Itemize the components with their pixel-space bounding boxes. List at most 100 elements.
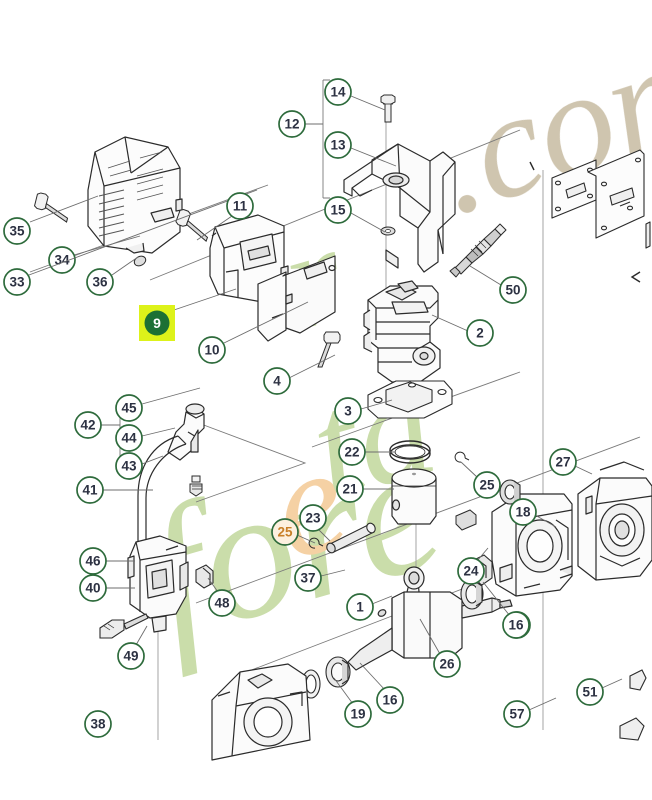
callout-leader [333,677,354,705]
callout-circle[interactable] [549,448,577,476]
callout-number: 14 [330,85,346,100]
callout-4[interactable]: 4 [263,354,336,395]
callout-circle[interactable] [115,452,143,480]
callout-circle[interactable] [3,268,31,296]
callout-circle[interactable] [226,192,254,220]
callout-43[interactable]: 43 [115,452,164,480]
callout-leader [350,212,386,233]
callout-12[interactable]: 12 [278,110,323,138]
callout-circle[interactable] [344,700,372,728]
callout-circle[interactable] [79,574,107,602]
callout-circle[interactable] [499,276,527,304]
callout-37[interactable]: 37 [294,564,346,592]
callout-circle[interactable] [86,268,114,296]
callout-25[interactable]: 25 [460,461,501,499]
callout-circle[interactable] [336,475,364,503]
callout-circle[interactable] [263,367,291,395]
callout-number: 21 [342,482,358,497]
callout-36[interactable]: 36 [86,256,139,296]
callout-circle[interactable] [3,217,31,245]
part-ht-lead [137,435,187,550]
callout-circle[interactable] [294,564,322,592]
callout-leader [431,314,469,332]
callout-circle[interactable] [502,611,530,639]
callout-circle[interactable] [84,710,112,738]
callout-27[interactable]: 27 [549,448,593,476]
callout-40[interactable]: 40 [79,574,135,602]
callout-circle[interactable] [509,498,537,526]
callout-35[interactable]: 35 [3,195,99,245]
part-ball-bearing-left [325,656,351,688]
callout-44[interactable]: 44 [115,424,176,452]
callout-circle[interactable] [433,650,461,678]
callout-57[interactable]: 57 [503,697,557,728]
callout-11[interactable]: 11 [196,192,254,241]
callout-23[interactable]: 23 [299,504,331,542]
callout-circle[interactable] [271,518,299,546]
callout-circle[interactable] [198,336,226,364]
part-crankshaft [347,566,513,671]
callout-45[interactable]: 45 [115,387,201,422]
callout-38[interactable]: 38 [84,710,112,738]
callout-50[interactable]: 50 [469,265,527,304]
callout-circle[interactable] [79,547,107,575]
callout-circle[interactable] [346,593,374,621]
callout-18[interactable]: 18 [509,498,557,528]
part-clip-marks [529,161,641,283]
callout-46[interactable]: 46 [79,547,135,575]
callout-13[interactable]: 13 [324,131,397,167]
callout-circle[interactable] [299,504,327,532]
part-circlip-left [308,537,324,549]
callout-circle[interactable] [338,438,366,466]
callout-circle[interactable] [334,397,362,425]
highlighted-callout-9[interactable]: 9 [139,288,237,341]
callout-19[interactable]: 19 [333,677,372,728]
highlight-circle[interactable] [144,310,170,336]
callout-circle[interactable] [466,319,494,347]
callout-circle[interactable] [115,394,143,422]
callout-33[interactable]: 33 [3,189,258,296]
callout-number: 16 [382,693,398,708]
callout-circle[interactable] [503,700,531,728]
callout-51[interactable]: 51 [576,678,623,706]
callout-2[interactable]: 2 [431,314,494,347]
callout-leader [141,387,201,405]
callout-circle[interactable] [74,411,102,439]
callout-16[interactable]: 16 [359,662,404,714]
callout-16[interactable]: 16 [502,611,530,639]
callout-circle[interactable] [376,686,404,714]
callout-15[interactable]: 15 [324,196,386,233]
callout-26[interactable]: 26 [419,618,461,678]
callout-1[interactable]: 1 [346,593,393,621]
callout-circle[interactable] [48,246,76,274]
callout-circle[interactable] [576,678,604,706]
callout-leader [476,547,489,562]
callout-42[interactable]: 42 [74,411,120,439]
callout-24[interactable]: 24 [457,547,489,585]
callout-circle[interactable] [208,589,236,617]
callout-circle[interactable] [278,110,306,138]
callout-10[interactable]: 10 [198,301,309,364]
part-bracket-washer [380,226,396,236]
callout-14[interactable]: 14 [324,78,386,111]
part-ball-bearing-right [460,578,484,610]
callout-25[interactable]: 25 [271,518,316,546]
callout-circle[interactable] [117,642,145,670]
part-piston-ring [389,440,431,464]
callout-leader [359,662,386,691]
callout-3[interactable]: 3 [334,397,393,425]
callout-49[interactable]: 49 [117,625,148,670]
callout-21[interactable]: 21 [336,475,394,503]
callout-number: 43 [121,459,137,474]
callout-number: 13 [330,138,346,153]
callout-circle[interactable] [457,557,485,585]
callout-48[interactable]: 48 [207,577,236,617]
callout-41[interactable]: 41 [76,476,153,504]
callout-circle[interactable] [473,471,501,499]
callout-circle[interactable] [324,78,352,106]
callout-circle[interactable] [324,131,352,159]
callout-22[interactable]: 22 [338,438,396,466]
callout-circle[interactable] [115,424,143,452]
callout-circle[interactable] [76,476,104,504]
callout-circle[interactable] [324,196,352,224]
